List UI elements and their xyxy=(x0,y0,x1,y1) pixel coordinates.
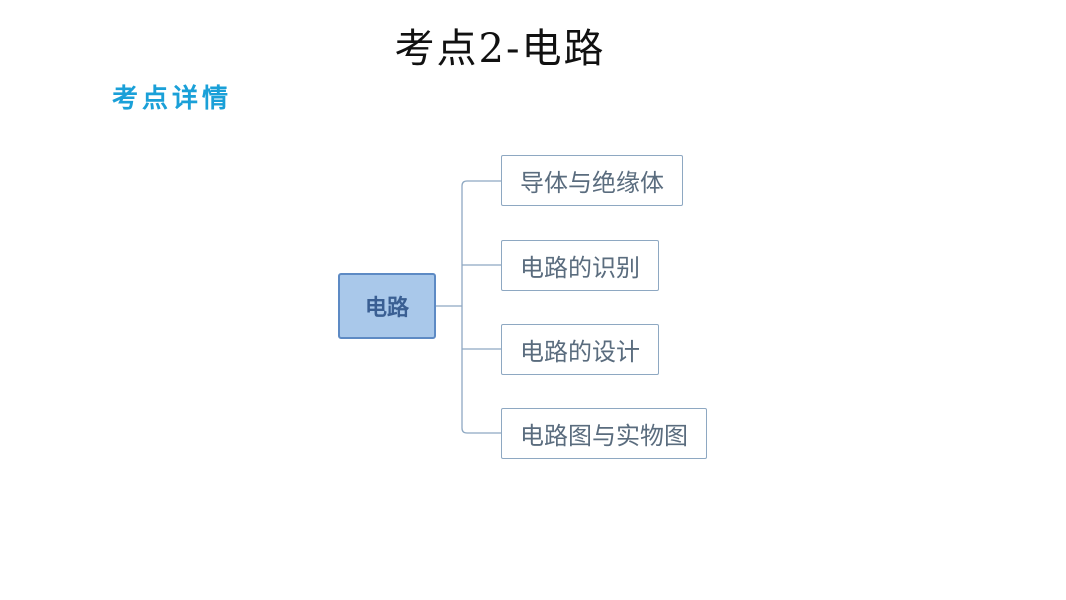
mindmap-branch-node: 电路的识别 xyxy=(501,240,659,291)
page-title: 考点2-电路 xyxy=(394,26,606,72)
connector-spine xyxy=(461,180,468,434)
mindmap-branch-node: 电路的设计 xyxy=(501,324,659,375)
mindmap-branch-node: 导体与绝缘体 xyxy=(501,155,683,206)
section-heading: 考点详情 xyxy=(112,84,233,114)
mindmap-root-node: 电路 xyxy=(338,273,436,339)
mindmap-branch-node: 电路图与实物图 xyxy=(501,408,707,459)
